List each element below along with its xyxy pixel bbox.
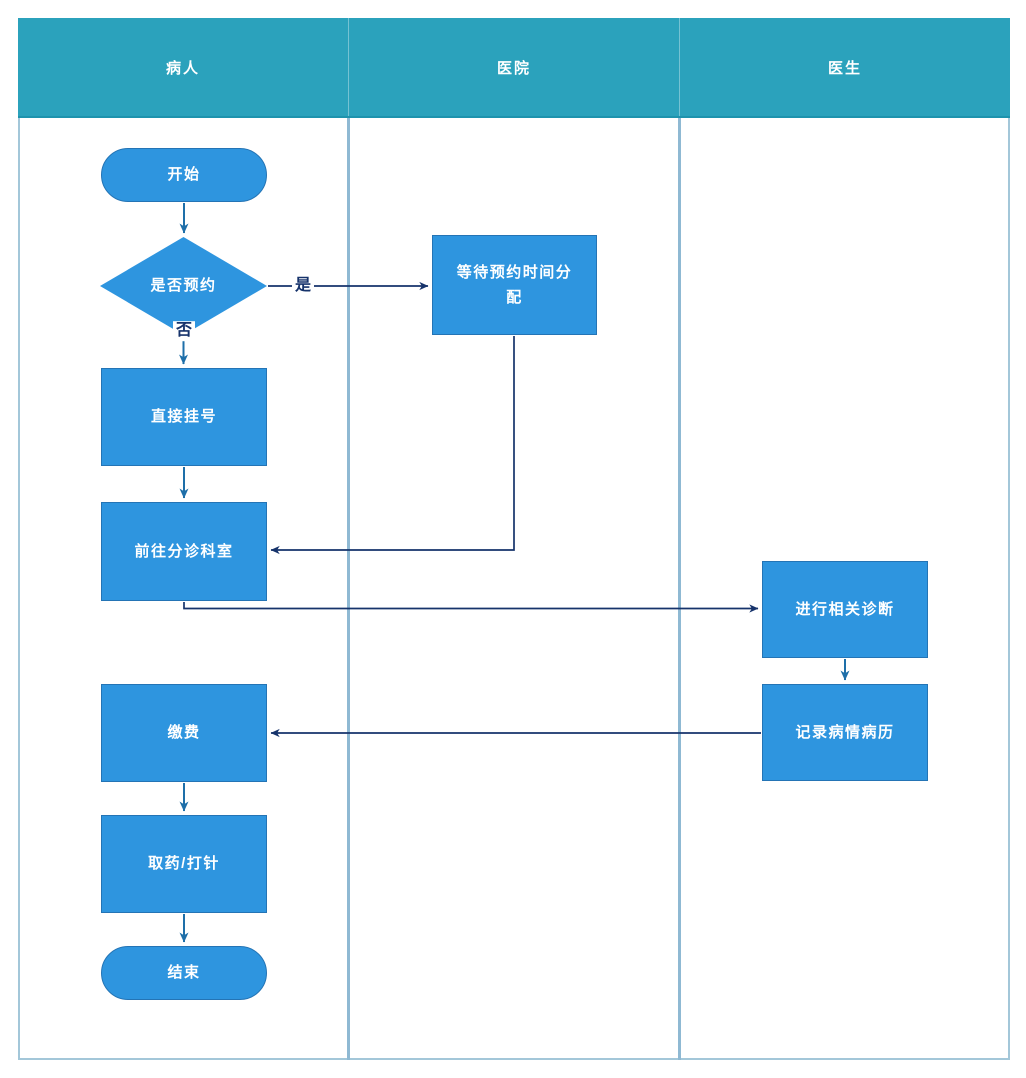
node-end[interactable]: 结束 xyxy=(101,946,267,1000)
node-label: 等待预约时间分 配 xyxy=(456,263,573,307)
node-label: 开始 xyxy=(167,166,201,184)
node-pay-fee[interactable]: 缴费 xyxy=(101,684,267,782)
lane-header-hospital: 医院 xyxy=(348,18,679,116)
lane-divider xyxy=(347,118,350,1060)
node-perform-diagnosis[interactable]: 进行相关诊断 xyxy=(762,561,928,658)
node-label: 取药/打针 xyxy=(148,855,220,873)
lane-header-doctor: 医生 xyxy=(679,18,1010,116)
lane-title: 医生 xyxy=(827,59,862,77)
node-label: 进行相关诊断 xyxy=(795,600,895,618)
node-direct-register[interactable]: 直接挂号 xyxy=(101,368,267,466)
lane-title: 医院 xyxy=(496,59,531,77)
node-label: 记录病情病历 xyxy=(795,723,895,741)
edge-label-no: 否 xyxy=(172,321,196,341)
lane-title: 病人 xyxy=(165,59,200,77)
node-label: 缴费 xyxy=(167,724,201,742)
node-record-medical-history[interactable]: 记录病情病历 xyxy=(762,684,928,781)
edge-label-yes: 是 xyxy=(291,276,315,296)
node-start[interactable]: 开始 xyxy=(101,148,267,202)
node-label: 结束 xyxy=(167,964,201,982)
node-goto-triage-department[interactable]: 前往分诊科室 xyxy=(101,502,267,601)
lane-header-patient: 病人 xyxy=(18,18,348,116)
node-label: 是否预约 xyxy=(150,277,217,295)
node-wait-appointment-time[interactable]: 等待预约时间分 配 xyxy=(432,235,597,335)
node-label: 前往分诊科室 xyxy=(134,542,234,560)
lane-divider xyxy=(678,118,681,1060)
node-get-medicine-injection[interactable]: 取药/打针 xyxy=(101,815,267,913)
node-label: 直接挂号 xyxy=(150,408,217,426)
swimlane-header: 病人 医院 医生 xyxy=(18,18,1010,118)
